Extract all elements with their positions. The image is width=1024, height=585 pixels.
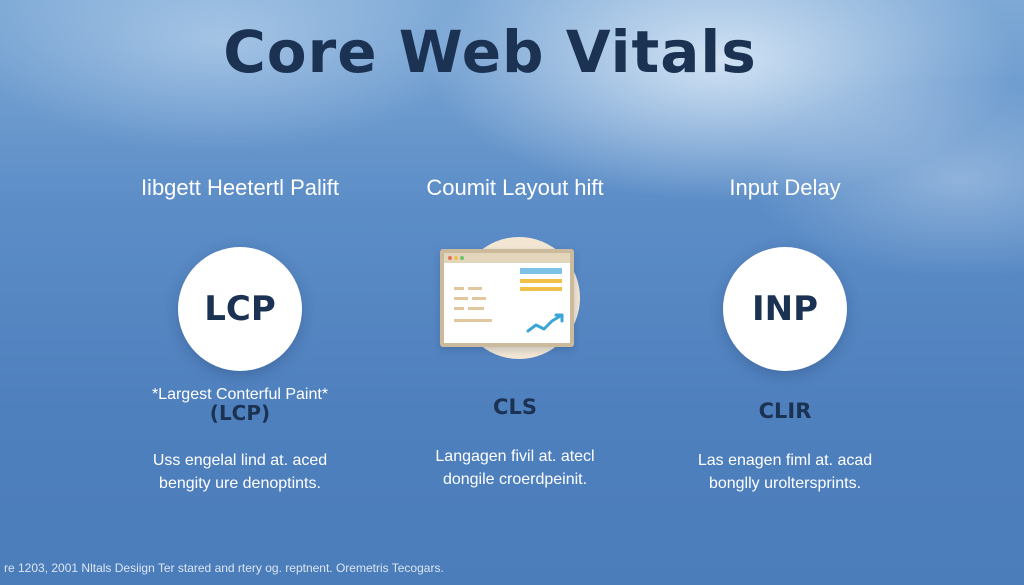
content-shift-icon <box>454 268 564 333</box>
lcp-column: Iibgett Heetertl Palift LCP *Largest Con… <box>90 175 390 495</box>
inp-heading: Input Delay <box>729 175 841 200</box>
lcp-subtitle: *Largest Conterful Paint* (LCP) <box>152 385 328 423</box>
window-dot-yellow <box>454 256 458 260</box>
inp-badge-label: INP <box>751 289 819 329</box>
cls-column: Coumit Layout hift <box>365 175 665 491</box>
inp-description-line-2: bonglly uroltersprints. <box>708 475 862 492</box>
lcp-description-line-1: Uss engelal lind at. aced <box>152 452 328 469</box>
cls-description: Langagen fivil at. atecl dongile croerdp… <box>435 445 594 491</box>
cls-description-line-1: Langagen fivil at. atecl <box>435 448 595 465</box>
window-dot-green <box>460 256 464 260</box>
lcp-description-line-2: bengity ure denoptints. <box>159 475 321 492</box>
inp-description-line-1: Las enagen fiml at. acad <box>697 452 873 469</box>
lcp-subtitle-text: *Largest Conterful Paint* <box>151 386 329 403</box>
browser-titlebar <box>444 253 570 263</box>
browser-window-icon <box>440 249 574 347</box>
footer-text: re 1203, 2001 Nltals Desiign Ter stared … <box>4 561 444 575</box>
lcp-badge-label: LCP <box>204 289 276 329</box>
layout-shift-illustration <box>440 237 590 365</box>
cls-description-line-2: dongile croerdpeinit. <box>442 471 588 488</box>
page-title: Core Web Vitals <box>223 18 757 86</box>
inp-badge: INP <box>723 247 847 371</box>
window-dot-red <box>448 256 452 260</box>
lcp-heading: Iibgett Heetertl Palift <box>140 175 340 200</box>
inp-metric: CLIR <box>758 399 812 423</box>
lcp-badge: LCP <box>178 247 302 371</box>
inp-description: Las enagen fiml at. acad bonglly urolter… <box>698 449 872 495</box>
cls-metric: CLS <box>493 395 537 419</box>
cls-heading: Coumit Layout hift <box>426 175 604 200</box>
lcp-metric: (LCP) <box>209 401 271 425</box>
inp-column: Input Delay INP CLIR Las enagen fiml at.… <box>635 175 935 495</box>
lcp-description: Uss engelal lind at. aced bengity ure de… <box>153 449 327 495</box>
